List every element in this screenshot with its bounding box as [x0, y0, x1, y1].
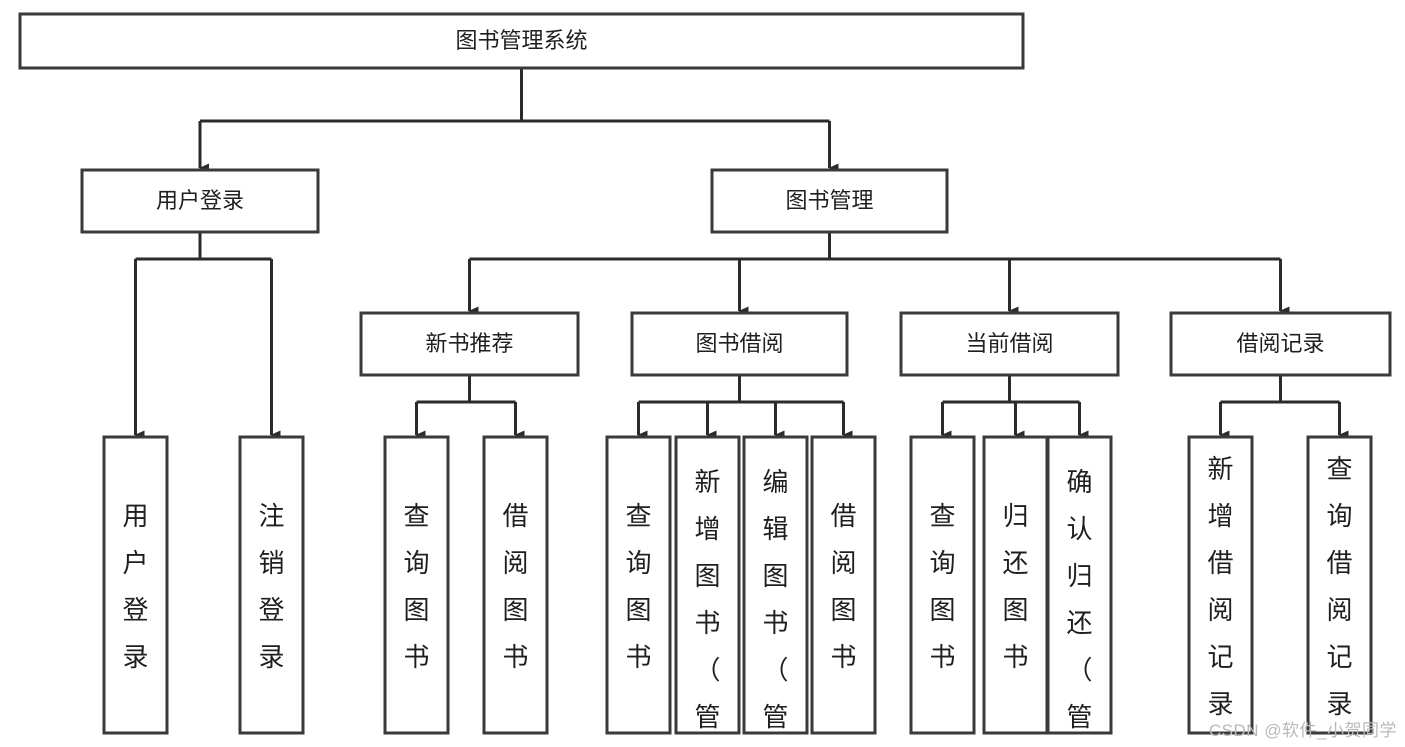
node-label-vertical: 借阅图书: [502, 501, 528, 672]
node-leaf-return-book[interactable]: 归还图书: [982, 435, 1049, 735]
node-label: 图书借阅: [695, 331, 783, 356]
node-box[interactable]: [102, 435, 169, 735]
node-current-borrow[interactable]: 当前借阅: [899, 311, 1120, 377]
node-leaf-edit-book-admin[interactable]: 编辑图书（管理员）: [742, 435, 809, 747]
node-box[interactable]: [18, 12, 1025, 70]
node-label: 图书管理系统: [455, 28, 587, 53]
node-book-manage[interactable]: 图书管理: [710, 168, 949, 234]
node-leaf-add-book-admin[interactable]: 新增图书（管理员）: [674, 435, 741, 747]
node-leaf-confirm-return-admin[interactable]: 确认归还（管理员）: [1046, 435, 1113, 747]
node-leaf-borrow-book-1[interactable]: 借阅图书: [482, 435, 549, 735]
node-label-vertical: 查询图书: [403, 501, 429, 672]
node-label-vertical: 新增借阅记录: [1207, 454, 1233, 719]
node-leaf-query-book-1[interactable]: 查询图书: [383, 435, 450, 735]
node-label-vertical: 注销登录: [258, 501, 284, 672]
node-label: 新书推荐: [425, 331, 513, 356]
node-box[interactable]: [80, 168, 320, 234]
node-new-book-recommend[interactable]: 新书推荐: [359, 311, 580, 377]
node-label: 借阅记录: [1236, 331, 1324, 356]
connector-group: [1219, 375, 1349, 440]
connector-layer: [134, 68, 1349, 440]
node-box[interactable]: [1306, 435, 1373, 735]
node-label: 当前借阅: [965, 331, 1053, 356]
node-box[interactable]: [982, 435, 1049, 735]
node-box[interactable]: [359, 311, 580, 377]
node-box[interactable]: [810, 435, 877, 735]
connector-group: [198, 68, 839, 173]
node-box[interactable]: [909, 435, 976, 735]
node-box[interactable]: [630, 311, 849, 377]
connector-group: [941, 375, 1089, 440]
node-box[interactable]: [605, 435, 672, 735]
node-leaf-query-borrow-record[interactable]: 查询借阅记录: [1306, 435, 1373, 735]
connector-group: [637, 375, 853, 440]
node-label: 图书管理: [785, 188, 873, 213]
node-box[interactable]: [482, 435, 549, 735]
node-leaf-add-borrow-record[interactable]: 新增借阅记录: [1187, 435, 1254, 735]
node-label: 用户登录: [156, 188, 244, 213]
node-label-vertical: 用户登录: [122, 501, 148, 672]
watermark-label: CSDN @软件_小贺同学: [1208, 721, 1397, 740]
node-leaf-query-book-2[interactable]: 查询图书: [605, 435, 672, 735]
node-leaf-query-book-3[interactable]: 查询图书: [909, 435, 976, 735]
node-box[interactable]: [899, 311, 1120, 377]
node-book-borrow[interactable]: 图书借阅: [630, 311, 849, 377]
node-borrow-record[interactable]: 借阅记录: [1169, 311, 1392, 377]
node-box[interactable]: [238, 435, 305, 735]
connector-group: [415, 375, 525, 440]
node-label-vertical: 借阅图书: [830, 501, 856, 672]
node-box[interactable]: [674, 435, 741, 735]
node-leaf-borrow-book-2[interactable]: 借阅图书: [810, 435, 877, 735]
node-label-vertical: 确认归还（管理员）: [1066, 467, 1092, 747]
node-box[interactable]: [1169, 311, 1392, 377]
node-label-vertical: 查询借阅记录: [1326, 454, 1352, 719]
node-label-vertical: 编辑图书（管理员）: [762, 467, 788, 747]
node-label-vertical: 查询图书: [625, 501, 651, 672]
node-layer: 图书管理系统用户登录图书管理新书推荐图书借阅当前借阅借阅记录用户登录注销登录查询…: [18, 12, 1392, 747]
node-root[interactable]: 图书管理系统: [18, 12, 1025, 70]
connector-group: [134, 232, 281, 440]
node-box[interactable]: [742, 435, 809, 735]
node-box[interactable]: [1046, 435, 1113, 735]
node-box[interactable]: [383, 435, 450, 735]
node-box[interactable]: [710, 168, 949, 234]
node-label-vertical: 查询图书: [929, 501, 955, 672]
node-box[interactable]: [1187, 435, 1254, 735]
node-leaf-user-logout[interactable]: 注销登录: [238, 435, 305, 735]
node-leaf-user-login[interactable]: 用户登录: [102, 435, 169, 735]
node-label-vertical: 归还图书: [1002, 501, 1028, 672]
node-label-vertical: 新增图书（管理员）: [694, 467, 720, 747]
connector-group: [468, 232, 1290, 316]
node-user-login[interactable]: 用户登录: [80, 168, 320, 234]
